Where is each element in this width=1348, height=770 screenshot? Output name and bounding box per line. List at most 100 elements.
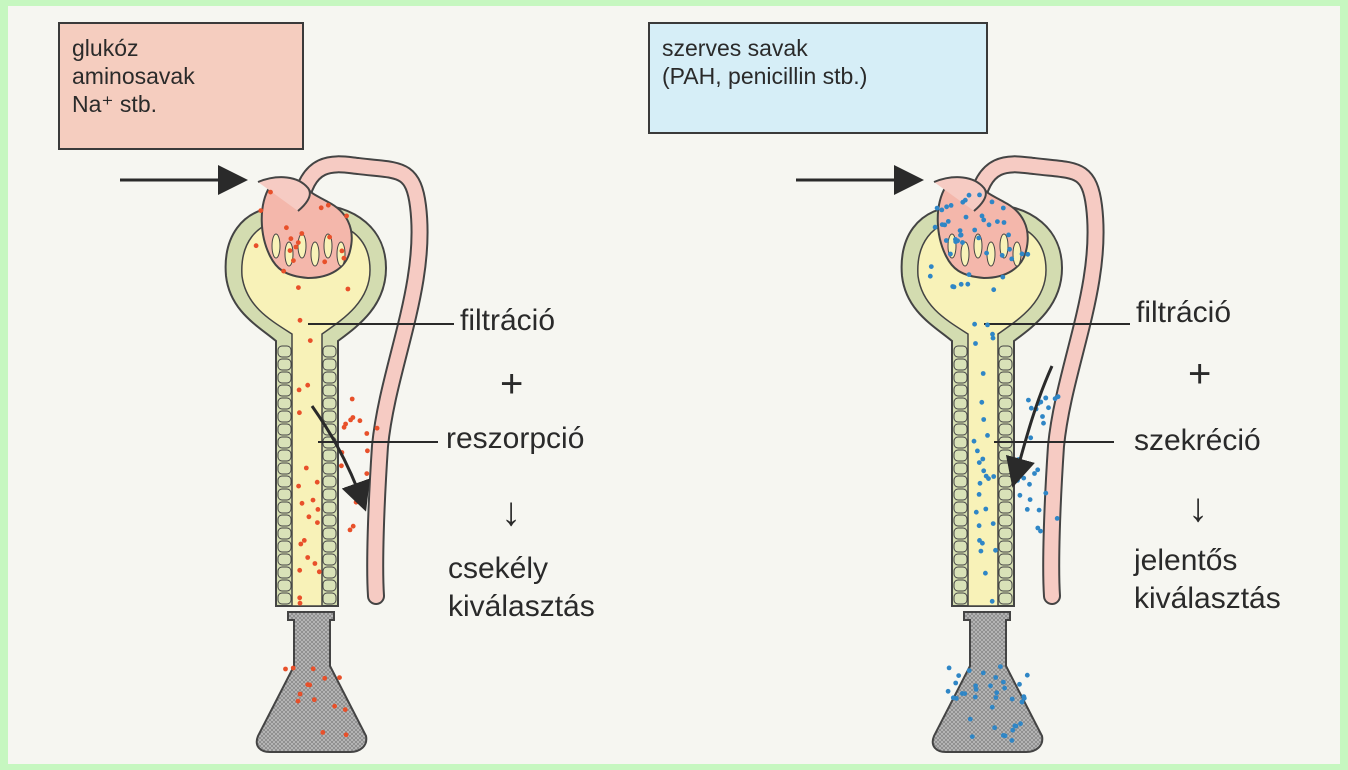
solute-dot xyxy=(929,264,934,269)
solute-dot xyxy=(350,397,355,402)
solute-dot xyxy=(944,238,949,243)
solute-dot xyxy=(967,193,972,198)
solute-dot xyxy=(1000,253,1005,258)
solute-dot xyxy=(298,601,303,606)
epithelial-cell xyxy=(278,567,291,578)
capillary-loop xyxy=(961,242,969,266)
epithelial-cell xyxy=(278,502,291,513)
solute-dot xyxy=(1043,491,1048,496)
solute-line: Na⁺ stb. xyxy=(72,90,290,118)
solute-dot xyxy=(949,203,954,208)
epithelial-cell xyxy=(278,580,291,591)
solute-dot xyxy=(1001,680,1006,685)
epithelial-cell xyxy=(323,398,336,409)
solute-dot xyxy=(986,476,991,481)
epithelial-cell xyxy=(323,411,336,422)
solute-dot xyxy=(980,541,985,546)
solute-dot xyxy=(297,388,302,393)
solute-dot xyxy=(994,695,999,700)
solute-dot xyxy=(979,400,984,405)
solute-dot xyxy=(322,676,327,681)
solute-dot xyxy=(364,471,369,476)
solute-dot xyxy=(1028,497,1033,502)
solute-dot xyxy=(305,383,310,388)
solute-dot xyxy=(297,595,302,600)
epithelial-cell xyxy=(323,385,336,396)
flask-icon xyxy=(257,612,367,752)
epithelial-cell xyxy=(999,554,1012,565)
epithelial-cell xyxy=(278,398,291,409)
solute-dot xyxy=(1018,493,1023,498)
solute-dot xyxy=(312,697,317,702)
solute-dot xyxy=(296,484,301,489)
solute-dot xyxy=(991,287,996,292)
solute-dot xyxy=(1035,526,1040,531)
solute-dot xyxy=(993,548,998,553)
solute-dot xyxy=(1032,471,1037,476)
solute-dot xyxy=(962,691,967,696)
solute-dot xyxy=(258,208,263,213)
result-line-left-2: kiválasztás xyxy=(448,590,595,624)
solute-dot xyxy=(939,208,944,213)
solute-dot xyxy=(304,466,309,471)
nephron-right xyxy=(796,164,1130,752)
epithelial-cell xyxy=(278,437,291,448)
solute-dot xyxy=(1001,206,1006,211)
solute-dot xyxy=(294,245,299,250)
epithelial-cell xyxy=(323,359,336,370)
plus-sign-left: + xyxy=(500,362,523,407)
solute-dot xyxy=(1029,406,1034,411)
solute-dot xyxy=(298,692,303,697)
solute-dot xyxy=(351,415,356,420)
solute-dot xyxy=(967,272,972,277)
solute-dot xyxy=(995,219,1000,224)
epithelial-cell xyxy=(954,411,967,422)
epithelial-cell xyxy=(954,554,967,565)
capillary-loop xyxy=(298,234,306,258)
solute-dot xyxy=(288,248,293,253)
solute-dot xyxy=(375,426,380,431)
solute-dot xyxy=(978,481,983,486)
solute-dot xyxy=(1020,252,1025,257)
solute-dot xyxy=(289,236,294,241)
epithelial-cell xyxy=(999,593,1012,604)
capillary-loop xyxy=(337,242,345,266)
capillary-loop xyxy=(285,242,293,266)
result-line-right-2: kiválasztás xyxy=(1134,582,1281,616)
solute-dot xyxy=(320,730,325,735)
solute-dot xyxy=(977,523,982,528)
solute-dot xyxy=(1022,696,1027,701)
solute-dot xyxy=(358,418,363,423)
solute-dot xyxy=(319,205,324,210)
solute-line: glukóz xyxy=(72,34,290,62)
epithelial-cell xyxy=(999,567,1012,578)
epithelial-cell xyxy=(999,450,1012,461)
solute-dot xyxy=(1025,507,1030,512)
solute-dot xyxy=(308,338,313,343)
solute-dot xyxy=(991,474,996,479)
solute-dot xyxy=(928,274,933,279)
epithelial-cell xyxy=(278,372,291,383)
epithelial-cell xyxy=(323,567,336,578)
solute-dot xyxy=(346,287,351,292)
epithelial-cell xyxy=(278,346,291,357)
solute-dot xyxy=(968,717,973,722)
solute-dot xyxy=(990,200,995,205)
solute-dot xyxy=(1028,435,1033,440)
solute-dot xyxy=(947,666,952,671)
nephron-left xyxy=(120,164,454,752)
solute-dot xyxy=(326,203,331,208)
solute-dot xyxy=(268,190,273,195)
solute-dot xyxy=(299,231,304,236)
solute-dot xyxy=(343,422,348,427)
epithelial-cell xyxy=(278,359,291,370)
solute-dot xyxy=(281,269,286,274)
solute-dot xyxy=(1007,247,1012,252)
solute-dot xyxy=(327,235,332,240)
solute-dot xyxy=(316,507,321,512)
solute-dot xyxy=(344,214,349,219)
solute-dot xyxy=(1018,721,1023,726)
solute-dot xyxy=(1025,252,1030,257)
epithelial-cell xyxy=(999,476,1012,487)
solute-dot xyxy=(976,236,981,241)
